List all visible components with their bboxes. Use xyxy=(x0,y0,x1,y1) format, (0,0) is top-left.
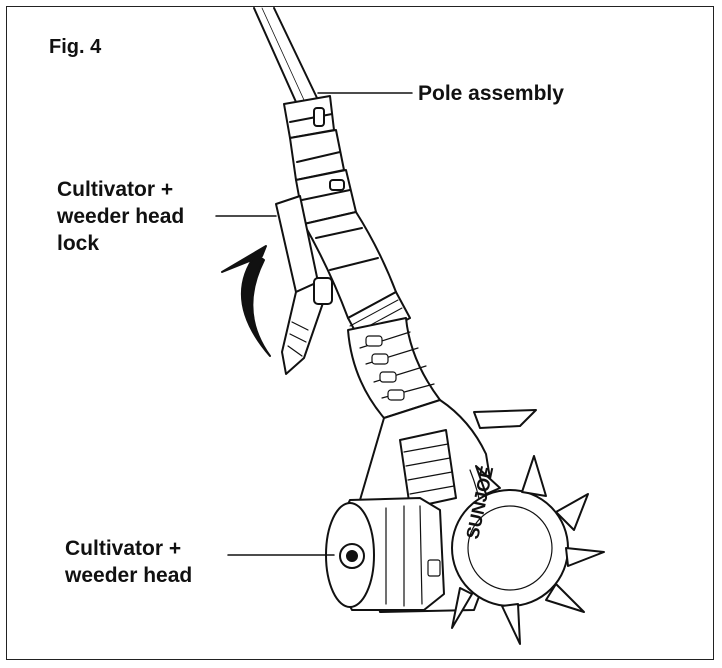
head-lock-lever[interactable] xyxy=(275,195,333,375)
figure-title: Fig. 4 xyxy=(49,36,102,58)
pole-tube xyxy=(253,7,319,103)
label-head-lock-line-1: Cultivator + xyxy=(57,178,174,201)
label-head-lock-line-2: weeder head xyxy=(57,205,185,228)
cultivator-tines xyxy=(451,409,605,645)
label-head-line-1: Cultivator + xyxy=(65,537,182,560)
handle-grip xyxy=(347,317,441,419)
label-pole-assembly: Pole assembly xyxy=(418,82,564,105)
pole-connector xyxy=(283,95,357,225)
cultivator-head xyxy=(325,497,445,611)
rotation-arrow xyxy=(221,245,271,357)
label-head-line-2: weeder head xyxy=(65,564,193,587)
label-head-lock: Cultivator + weeder head lock xyxy=(57,176,184,257)
label-cultivator-head: Cultivator + weeder head xyxy=(65,535,192,589)
label-head-lock-line-3: lock xyxy=(57,232,100,255)
